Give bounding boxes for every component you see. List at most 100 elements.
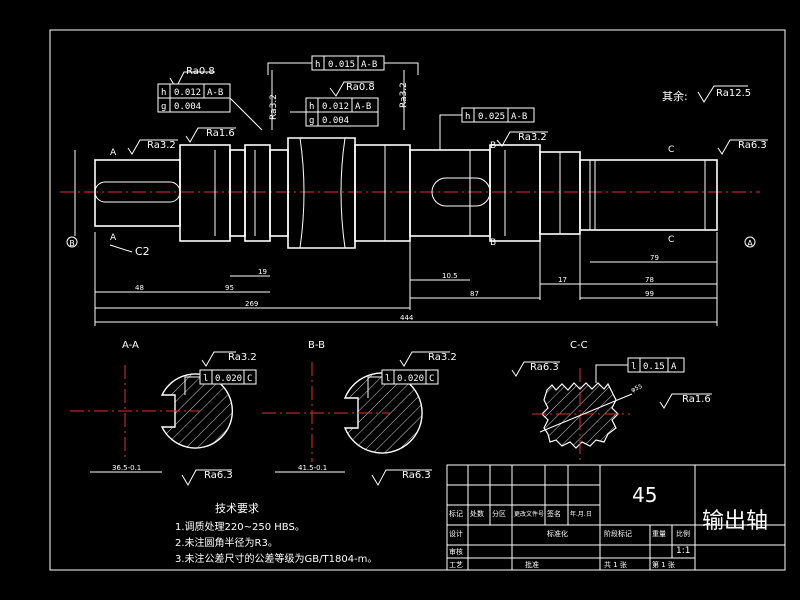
svg-text:阶段标记: 阶段标记 bbox=[604, 529, 632, 538]
datum-a-top: A bbox=[110, 148, 117, 158]
section-cc: l 0.15 A Ra6.3 Ra1.6 φ55 bbox=[511, 357, 712, 460]
svg-text:签名: 签名 bbox=[547, 509, 561, 518]
svg-text:A-B: A-B bbox=[511, 112, 527, 122]
svg-text:87: 87 bbox=[470, 290, 479, 298]
svg-text:分区: 分区 bbox=[492, 509, 506, 518]
svg-text:其余:: 其余: bbox=[662, 89, 688, 103]
roughness-other: 其余: Ra12.5 bbox=[662, 85, 751, 103]
tolerance-frame-1: h 0.012 A-B g 0.004 bbox=[157, 83, 263, 131]
svg-text:Ra1.6: Ra1.6 bbox=[682, 394, 711, 405]
datum-c-bottom: C bbox=[668, 235, 674, 245]
svg-text:标准化: 标准化 bbox=[547, 529, 568, 538]
roughness-ra63-right: Ra6.3 bbox=[717, 139, 768, 155]
svg-text:g: g bbox=[309, 116, 314, 126]
svg-text:Ra6.3: Ra6.3 bbox=[530, 362, 559, 373]
svg-text:Ra6.3: Ra6.3 bbox=[402, 470, 431, 481]
svg-text:Ra3.2: Ra3.2 bbox=[428, 352, 457, 363]
svg-text:第 1 张: 第 1 张 bbox=[652, 560, 675, 569]
svg-text:φ55: φ55 bbox=[630, 383, 644, 394]
svg-text:h: h bbox=[161, 88, 166, 98]
roughness-ra08-mid: Ra0.8 bbox=[329, 81, 375, 97]
svg-text:0.004: 0.004 bbox=[174, 102, 201, 112]
tolerance-frame-2: h 0.015 A-B bbox=[267, 55, 419, 75]
svg-text:工艺: 工艺 bbox=[449, 561, 463, 569]
svg-text:审核: 审核 bbox=[449, 547, 463, 556]
svg-text:79: 79 bbox=[650, 254, 659, 262]
svg-text:Ra0.8: Ra0.8 bbox=[186, 66, 215, 77]
svg-text:0.020: 0.020 bbox=[215, 374, 242, 384]
svg-text:Ra6.3: Ra6.3 bbox=[738, 140, 767, 151]
svg-text:C: C bbox=[247, 374, 252, 384]
svg-text:l: l bbox=[385, 374, 390, 384]
svg-text:A: A bbox=[671, 362, 677, 372]
svg-text:0.012: 0.012 bbox=[174, 88, 201, 98]
dimensions: 48 95 19 269 444 87 10.5 17 78 99 79 bbox=[94, 232, 718, 326]
svg-text:更改文件号: 更改文件号 bbox=[514, 510, 544, 518]
svg-text:h: h bbox=[309, 102, 314, 112]
svg-text:Ra3.2: Ra3.2 bbox=[399, 82, 409, 108]
svg-text:Ra3.2: Ra3.2 bbox=[228, 352, 257, 363]
section-bb-label: B-B bbox=[308, 340, 325, 351]
tech-item-1: 1.调质处理220~250 HBS。 bbox=[175, 521, 305, 533]
svg-text:0.004: 0.004 bbox=[322, 116, 349, 126]
svg-text:A-B: A-B bbox=[207, 88, 223, 98]
section-aa-label: A-A bbox=[122, 340, 139, 351]
section-cc-label: C-C bbox=[570, 340, 588, 351]
svg-text:年.月.日: 年.月.日 bbox=[570, 510, 592, 518]
svg-text:99: 99 bbox=[645, 290, 654, 298]
sheet-frame bbox=[49, 29, 786, 571]
chamfer-label: C2 bbox=[135, 245, 150, 258]
roughness-ra32-right: Ra3.2 bbox=[496, 131, 548, 147]
tech-requirements: 技术要求 1.调质处理220~250 HBS。 2.未注圆角半径为R3。 3.未… bbox=[175, 502, 377, 565]
datum-end-b: B bbox=[66, 236, 78, 248]
svg-text:Ra3.2: Ra3.2 bbox=[269, 94, 279, 120]
svg-text:10.5: 10.5 bbox=[442, 272, 458, 280]
svg-text:269: 269 bbox=[245, 300, 258, 308]
svg-text:共 1 张: 共 1 张 bbox=[604, 560, 627, 569]
tech-title: 技术要求 bbox=[215, 502, 259, 515]
datum-b-top: B bbox=[490, 141, 496, 151]
roughness-ra08-left: Ra0.8 bbox=[169, 66, 215, 90]
svg-text:48: 48 bbox=[135, 284, 144, 292]
keyway-right bbox=[431, 177, 491, 207]
datum-end-a: A bbox=[744, 236, 756, 248]
svg-text:A-B: A-B bbox=[355, 102, 371, 112]
svg-text:444: 444 bbox=[400, 314, 414, 322]
section-aa: 36.5-0.1 l 0.020 C Ra3.2 Ra6.3 bbox=[70, 351, 257, 487]
svg-text:19: 19 bbox=[258, 268, 267, 276]
datum-c-top: C bbox=[668, 145, 674, 155]
roughness-ra32-left: Ra3.2 bbox=[127, 139, 178, 155]
svg-text:C: C bbox=[429, 374, 434, 384]
svg-text:36.5-0.1: 36.5-0.1 bbox=[112, 464, 141, 472]
svg-text:设计: 设计 bbox=[449, 529, 463, 538]
svg-text:Ra3.2: Ra3.2 bbox=[518, 132, 547, 143]
tech-item-3: 3.未注公差尺寸的公差等级为GB/T1804-m。 bbox=[175, 552, 377, 565]
tolerance-frame-3: h 0.012 A-B g 0.004 bbox=[290, 97, 379, 127]
svg-text:0.015: 0.015 bbox=[328, 60, 355, 70]
svg-text:41.5-0.1: 41.5-0.1 bbox=[298, 464, 327, 472]
datum-b-bottom: B bbox=[490, 238, 496, 248]
svg-text:l: l bbox=[203, 374, 208, 384]
svg-text:Ra1.6: Ra1.6 bbox=[206, 128, 235, 139]
tb-material: 45 bbox=[632, 483, 657, 507]
svg-text:Ra12.5: Ra12.5 bbox=[716, 88, 751, 99]
svg-text:标记: 标记 bbox=[449, 509, 463, 518]
svg-text:0.025: 0.025 bbox=[478, 112, 505, 122]
tb-part-name: 输出轴 bbox=[702, 509, 768, 534]
roughness-ra32-vert2: Ra3.2 bbox=[399, 70, 409, 130]
svg-text:0.15: 0.15 bbox=[643, 362, 665, 372]
svg-text:处数: 处数 bbox=[470, 509, 484, 518]
svg-text:17: 17 bbox=[558, 276, 567, 284]
svg-text:重量: 重量 bbox=[652, 530, 666, 538]
datum-a-bottom: A bbox=[110, 233, 117, 243]
svg-text:A-B: A-B bbox=[361, 60, 377, 70]
svg-text:l: l bbox=[631, 362, 636, 372]
title-block: 45 输出轴 标记 处数 分区 更改文件号 签名 年.月.日 设计 标准化 审核… bbox=[446, 464, 786, 571]
svg-text:批准: 批准 bbox=[525, 560, 539, 569]
svg-text:h: h bbox=[315, 60, 320, 70]
section-bb: 41.5-0.1 l 0.020 C Ra3.2 Ra6.3 bbox=[262, 351, 457, 487]
svg-text:B: B bbox=[69, 239, 75, 248]
keyway-left bbox=[94, 181, 181, 203]
tolerance-frame-4: h 0.025 A-B bbox=[439, 107, 535, 150]
